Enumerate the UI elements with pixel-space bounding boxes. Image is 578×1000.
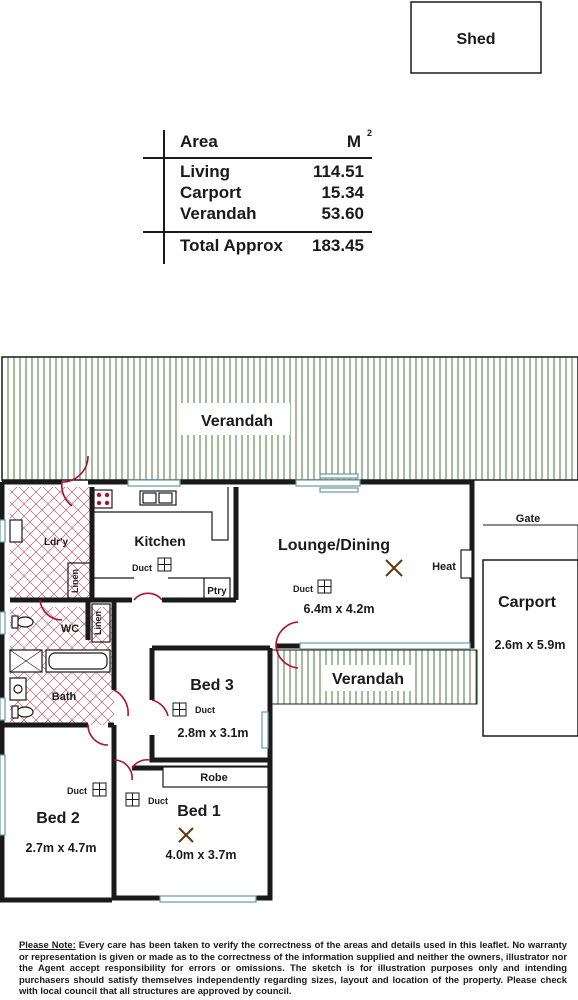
ceiling-fan-icons <box>178 559 403 843</box>
verandah-top-label: Verandah <box>201 413 273 430</box>
duct-icons <box>92 557 332 807</box>
linen-cupboards <box>67 562 111 643</box>
area-row-value: 53.60 <box>321 204 364 223</box>
area-row-value: 15.34 <box>321 183 364 202</box>
linen-label-1: Linen <box>70 569 80 593</box>
area-row-carport: Carport 15.34 <box>180 183 380 204</box>
disclaimer-note: Please Note: Every care has been taken t… <box>19 939 567 997</box>
bed3-size: 2.8m x 3.1m <box>178 726 249 740</box>
duct-label-lounge: Duct <box>293 584 313 594</box>
verandah-bottom: Verandah <box>270 649 478 705</box>
room-labels: Kitchen Ldr'y Linen Linen WC Bath Ptry L… <box>26 533 457 862</box>
lounge-dining-size: 6.4m x 4.2m <box>304 602 375 616</box>
area-row-label: Living <box>180 162 231 181</box>
kitchen-bench <box>92 487 231 600</box>
lounge-dining-label: Lounge/Dining <box>278 537 390 554</box>
duct-label-bed1: Duct <box>148 796 168 806</box>
area-row-label: Verandah <box>180 204 257 223</box>
area-row-total: Total Approx 183.45 <box>180 236 380 257</box>
area-table-rules <box>143 130 372 264</box>
heater-icon <box>460 549 473 579</box>
door-arcs <box>39 455 299 781</box>
note-heading: Please Note: <box>19 939 76 950</box>
bath-label: Bath <box>52 691 77 703</box>
shed-label: Shed <box>456 31 495 48</box>
area-row-living: Living 114.51 <box>180 162 380 183</box>
duct-label-bed3: Duct <box>195 705 215 715</box>
area-total-label: Total Approx <box>180 236 283 255</box>
laundry-label: Ldr'y <box>44 537 68 548</box>
duct-label-kitchen: Duct <box>132 563 152 573</box>
area-total-value: 183.45 <box>312 236 364 255</box>
bed1-label: Bed 1 <box>177 803 221 820</box>
area-row-value: 114.51 <box>312 162 364 181</box>
area-row-verandah: Verandah 53.60 <box>180 204 380 225</box>
stove-icon <box>96 492 110 506</box>
robe-label: Robe <box>200 772 228 784</box>
gate-label: Gate <box>516 513 540 525</box>
note-text: Every care has been taken to verify the … <box>19 939 567 997</box>
shed: Shed <box>410 1 542 74</box>
kitchen-label: Kitchen <box>134 533 185 549</box>
verandah-bottom-label: Verandah <box>332 671 404 688</box>
heat-label: Heat <box>432 561 456 573</box>
bed2-label: Bed 2 <box>36 810 80 827</box>
wc-label: WC <box>61 623 79 635</box>
windows <box>0 473 471 903</box>
bed2-size: 2.7m x 4.7m <box>26 841 97 855</box>
verandah-top: Verandah <box>1 356 578 481</box>
duct-label-bed2: Duct <box>67 786 87 796</box>
area-header-unit-sup: 2 <box>366 128 372 139</box>
bed3-label: Bed 3 <box>190 677 234 694</box>
area-header-label: Area <box>180 132 218 151</box>
bed1-size: 4.0m x 3.7m <box>166 848 237 862</box>
bath-fixtures <box>9 519 111 719</box>
carport-size: 2.6m x 5.9m <box>495 638 566 652</box>
linen-label-2: Linen <box>93 611 103 635</box>
carport: Gate Carport 2.6m x 5.9m <box>482 513 578 737</box>
area-row-label: Carport <box>180 183 242 202</box>
pantry-label: Ptry <box>207 586 227 597</box>
carport-label: Carport <box>498 594 556 611</box>
robe: Robe <box>162 766 269 788</box>
